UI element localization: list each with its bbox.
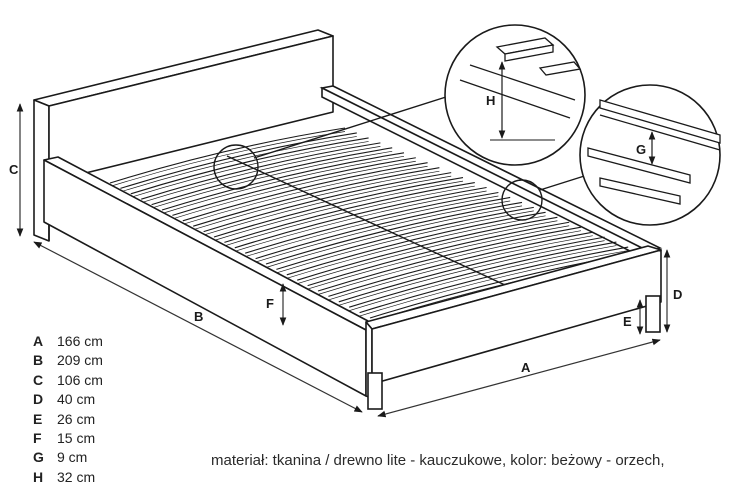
legend-value: 9 cm — [57, 449, 88, 466]
legend-value: 166 cm — [57, 333, 103, 349]
slat-edge — [203, 175, 452, 236]
slat-edge — [224, 185, 475, 247]
legend-value: 106 cm — [57, 371, 103, 388]
slat — [359, 246, 629, 314]
slat-edge — [213, 180, 464, 241]
legend-letter: A — [33, 333, 44, 349]
legend-letter: G — [33, 449, 44, 466]
dim-label-g: G — [636, 142, 646, 157]
slat — [130, 137, 369, 195]
detail-h-inset — [444, 24, 586, 166]
legend-letter: B — [33, 352, 44, 369]
slat-edge — [359, 250, 629, 317]
detail-g-inset — [579, 84, 721, 226]
legend-value: 32 cm — [57, 468, 96, 485]
dimension-lines — [16, 103, 671, 418]
dim-line-b — [33, 241, 363, 413]
footboard — [365, 245, 662, 399]
center-support — [226, 155, 506, 286]
slat — [193, 167, 440, 227]
leg-front-left — [367, 372, 383, 410]
dim-label-d: D — [673, 287, 682, 302]
legend-value: 26 cm — [57, 410, 96, 427]
slat — [109, 127, 346, 184]
slat-edge — [182, 165, 428, 225]
slat — [141, 142, 381, 200]
material-description: materiał: tkanina / drewno lite - kauczu… — [211, 452, 665, 469]
slat — [203, 172, 452, 233]
slat — [234, 186, 487, 249]
slat-edge — [349, 245, 617, 312]
legend-row: A 166 cm — [33, 332, 103, 351]
dim-line-a — [377, 338, 661, 418]
headboard — [33, 29, 334, 242]
slat-edge — [338, 240, 605, 306]
legend-row: F 15 cm — [33, 429, 103, 448]
slat-edge — [130, 141, 369, 198]
dim-label-c: C — [9, 162, 19, 177]
slat-edge — [120, 136, 357, 193]
legend-row: C 106 cm — [33, 371, 103, 390]
legend-value: 209 cm — [57, 352, 103, 369]
detail-markers — [213, 89, 598, 221]
legend-row: D 40 cm — [33, 390, 103, 409]
slat-edge — [151, 150, 393, 209]
legend-letter: C — [33, 371, 44, 388]
slat — [172, 157, 416, 216]
slat-edge — [193, 170, 440, 231]
legend-row: E 26 cm — [33, 410, 103, 429]
legend-row: G 9 cm — [33, 448, 103, 467]
leg-front-right — [645, 295, 661, 333]
legend-letter: F — [33, 429, 42, 446]
slat-edge — [161, 155, 405, 214]
slat — [161, 152, 405, 211]
slat — [213, 177, 464, 238]
legend-row: B 209 cm — [33, 351, 103, 370]
dim-label-h: H — [486, 93, 495, 108]
dimension-legend: A 166 cm B 209 cm C 106 cm D 40 cm E 26 cm F 15 cm G… — [33, 332, 103, 487]
slat-edge — [172, 160, 416, 220]
slat — [338, 236, 605, 303]
legend-letter: D — [33, 391, 44, 408]
legend-row: H 32 cm — [33, 468, 103, 487]
slat — [224, 182, 475, 243]
slat — [349, 241, 617, 308]
dim-label-b: B — [194, 309, 203, 324]
legend-letter: H — [33, 468, 44, 485]
slat — [120, 132, 357, 189]
legend-value: 40 cm — [57, 391, 96, 408]
dim-label-a: A — [521, 360, 531, 375]
slat — [151, 147, 393, 206]
dim-label-f: F — [266, 296, 274, 311]
dim-label-e: E — [623, 314, 632, 329]
legend-letter: E — [33, 410, 43, 427]
slat-edge — [109, 131, 346, 187]
slat — [182, 162, 428, 222]
slat-edge — [141, 146, 381, 204]
legend-value: 15 cm — [57, 429, 96, 446]
